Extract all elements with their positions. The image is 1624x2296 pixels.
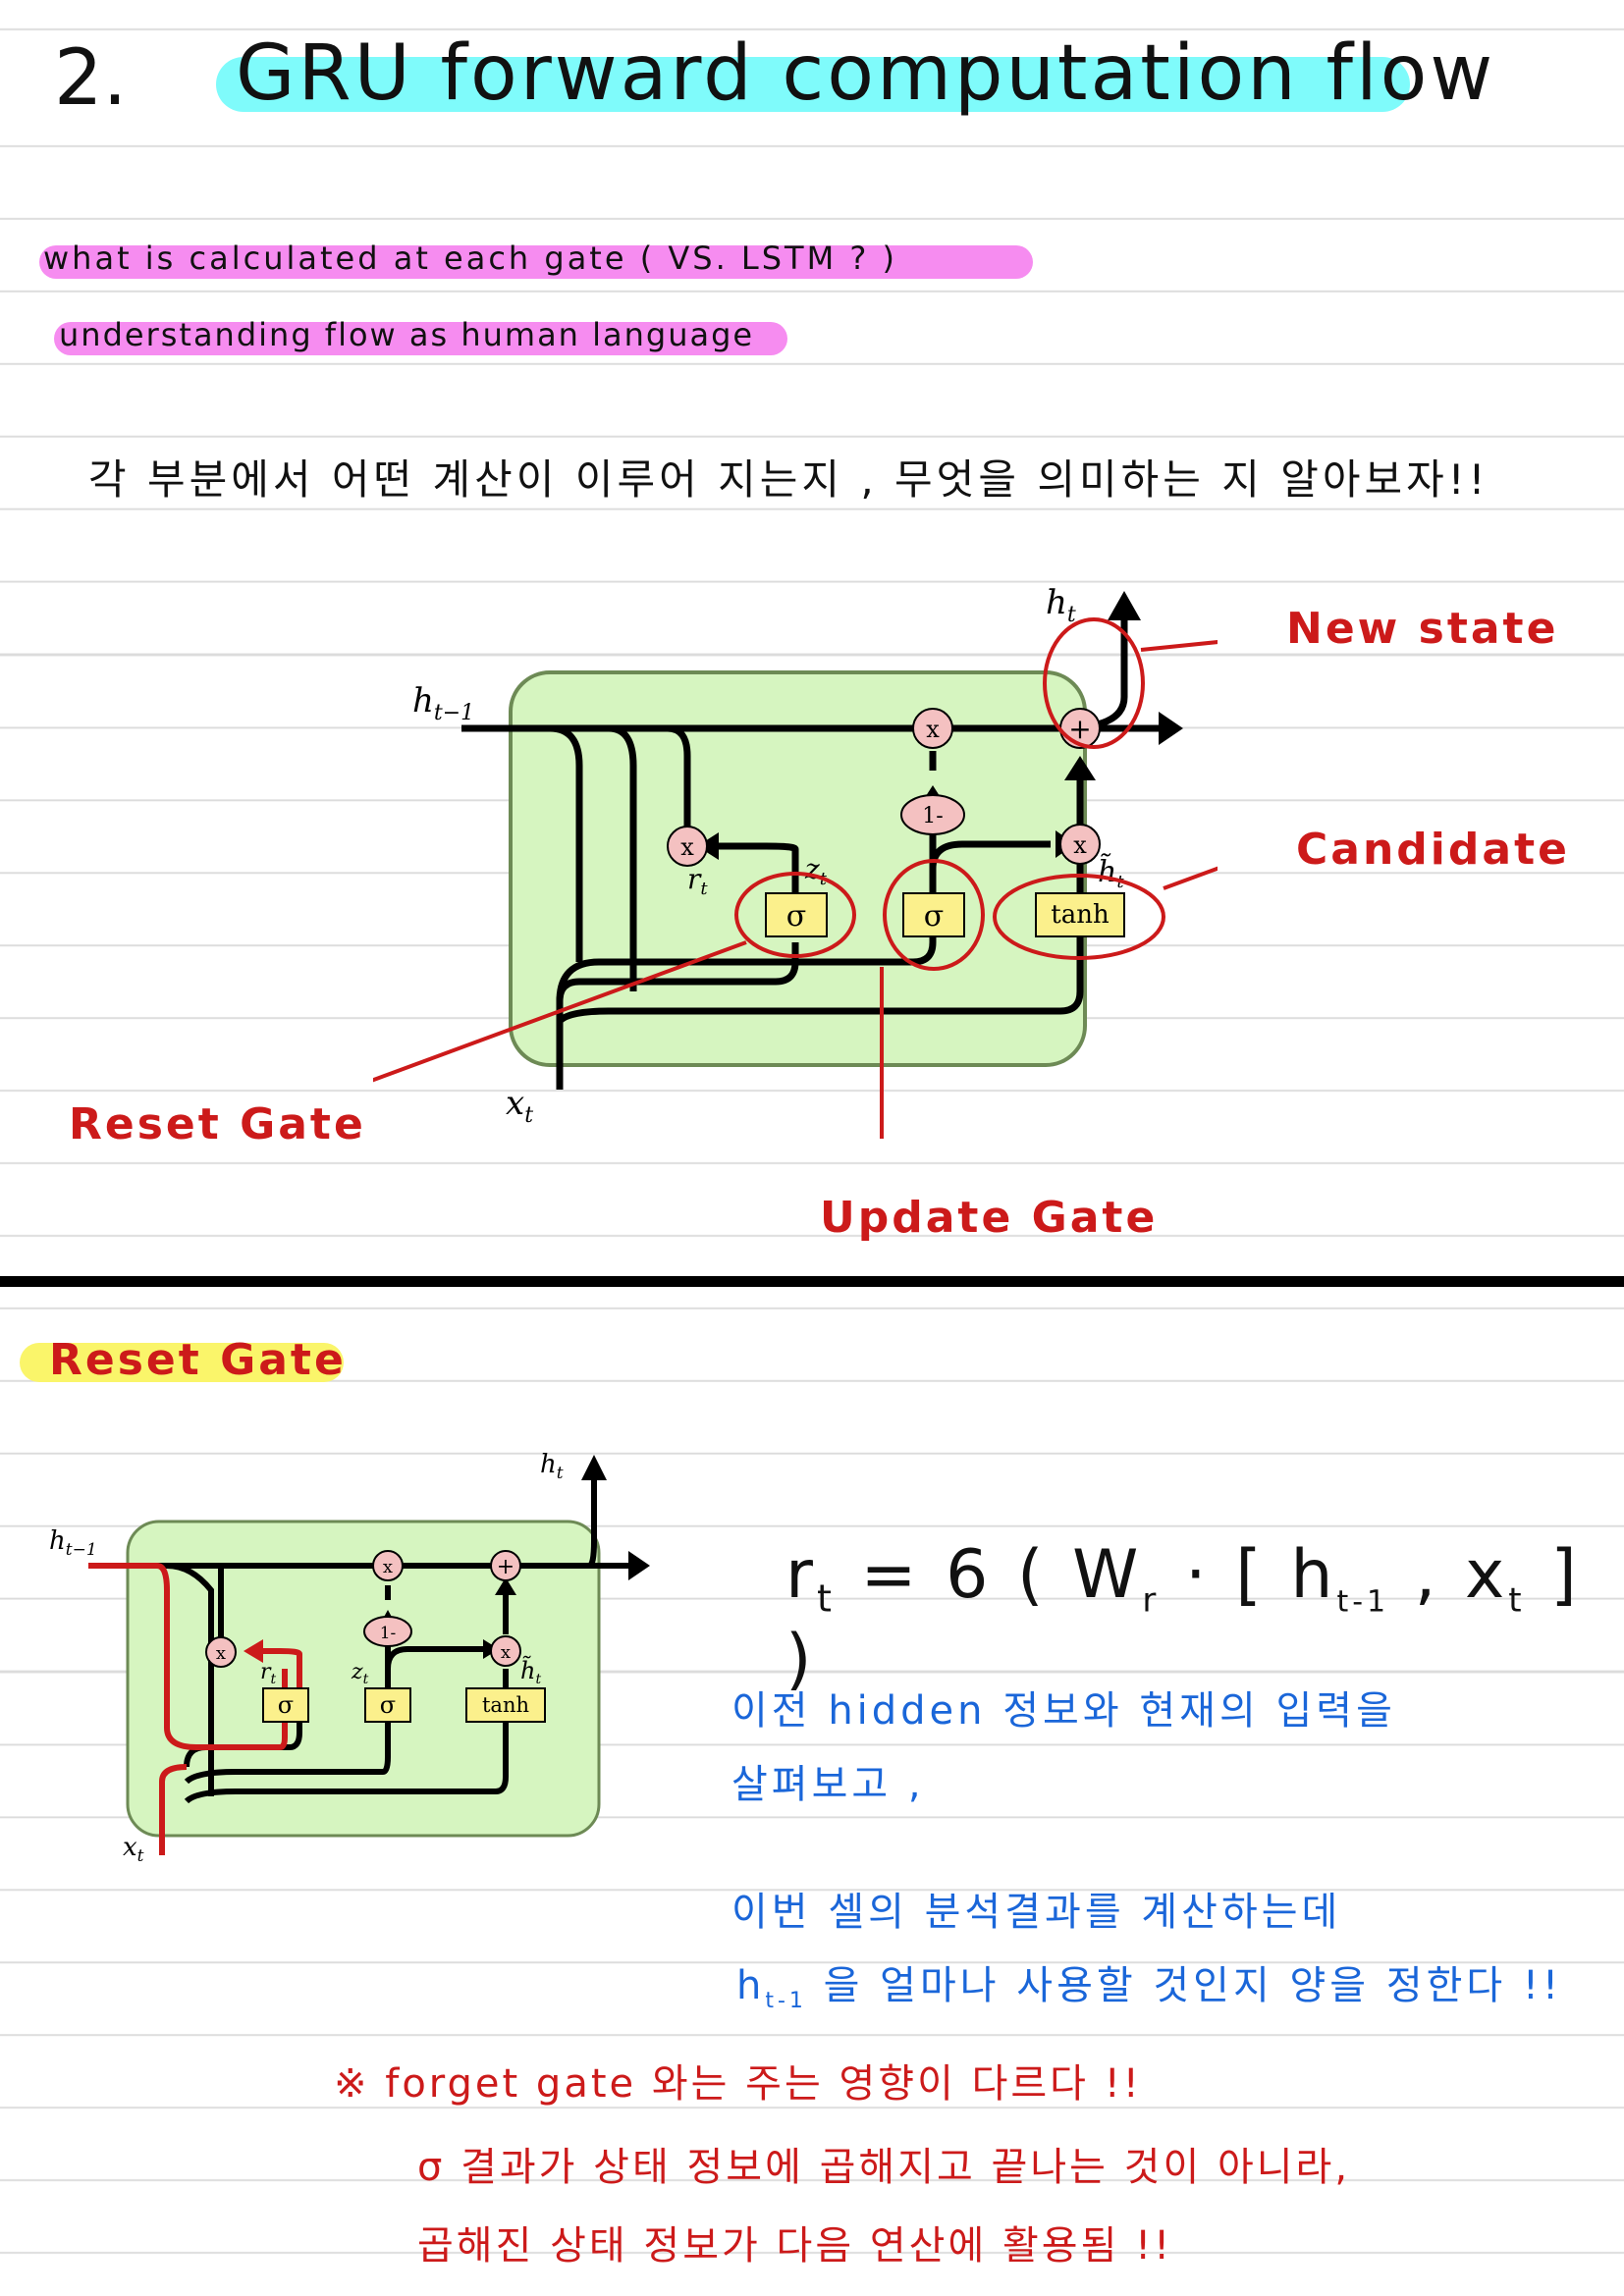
reset-sigma-box bbox=[765, 892, 828, 937]
svg-text:x: x bbox=[216, 1643, 226, 1664]
red-note-line-2: σ 결과가 상태 정보에 곱해지고 끝나는 것이 아니라, bbox=[417, 2145, 1351, 2190]
state-plus-label: + bbox=[1068, 713, 1091, 745]
output-arrow-up bbox=[1108, 591, 1141, 620]
svg-text:zt: zt bbox=[351, 1660, 369, 1687]
svg-text:+: + bbox=[497, 1555, 514, 1579]
annotation-candidate: Candidate bbox=[1296, 825, 1570, 875]
svg-text:σ: σ bbox=[380, 1691, 396, 1719]
subtitle-highlight-1 bbox=[39, 245, 1033, 279]
svg-text:1-: 1- bbox=[380, 1624, 397, 1643]
reset-gate-heading: Reset Gate bbox=[49, 1335, 347, 1385]
svg-text:xt: xt bbox=[123, 1833, 144, 1866]
section-divider bbox=[0, 1276, 1624, 1287]
svg-text:tanh: tanh bbox=[482, 1693, 529, 1717]
new-state-ring bbox=[1043, 617, 1145, 749]
page-title: GRU forward computation flow bbox=[236, 29, 1496, 118]
red-note-line-3: 곱해진 상태 정보가 다음 연산에 활용됨 !! bbox=[417, 2223, 1173, 2269]
annotation-reset-gate: Reset Gate bbox=[69, 1099, 366, 1149]
state-mult-op bbox=[912, 708, 953, 749]
reset-gate-formula: rt = 6 ( Wr · [ ht-1 , xt ] ) bbox=[785, 1536, 1581, 1698]
update-right bbox=[929, 840, 1051, 870]
input-to-update bbox=[556, 933, 937, 1002]
small-state-mult bbox=[372, 1550, 404, 1581]
small-one-minus bbox=[363, 1616, 412, 1647]
intro-text: 각 부분에서 어떤 계산이 이루어 지는지 , 무엇을 의미하는 지 알아보자!… bbox=[88, 455, 1489, 504]
title-highlight bbox=[216, 57, 1410, 112]
svg-text:rt: rt bbox=[260, 1660, 277, 1687]
label-h-tilde: h̃t bbox=[1098, 853, 1124, 892]
tanh-arrow-up bbox=[1064, 756, 1096, 780]
label-h-t: ht bbox=[1046, 583, 1076, 627]
tanh-label: tanh bbox=[1051, 900, 1110, 930]
svg-text:x: x bbox=[501, 1642, 511, 1663]
reset-mult-label: x bbox=[680, 833, 694, 861]
subtitle-highlight-2 bbox=[54, 322, 787, 355]
hprev-branch-1 bbox=[549, 724, 583, 962]
svg-text:h̃t: h̃t bbox=[520, 1656, 541, 1687]
note-line-1: 이전 hidden 정보와 현재의 입력을 bbox=[731, 1688, 1396, 1734]
cell-body-small bbox=[126, 1520, 601, 1838]
small-reset-sigma bbox=[262, 1687, 309, 1723]
reset-heading-highlight bbox=[20, 1343, 344, 1382]
label-r-t: rt bbox=[687, 863, 708, 899]
svg-text:σ: σ bbox=[278, 1691, 294, 1719]
label-h-prev: ht−1 bbox=[412, 681, 474, 725]
reset-mult-op bbox=[667, 826, 708, 867]
hprev-to-mult bbox=[667, 724, 691, 832]
reset-gate-ring bbox=[734, 872, 856, 958]
section-number: 2. bbox=[54, 34, 128, 123]
note-line-4: ht-1 을 얼마나 사용할 것인지 양을 정한다 !! bbox=[736, 1963, 1562, 2013]
one-minus-op bbox=[900, 794, 965, 835]
annotation-update-gate: Update Gate bbox=[820, 1193, 1159, 1243]
one-minus-label: 1- bbox=[922, 804, 943, 828]
subtitle-goal: understanding flow as human language bbox=[59, 316, 755, 353]
small-reset-mult bbox=[205, 1636, 237, 1668]
candidate-mult-op bbox=[1059, 824, 1101, 865]
update-sigma-label: σ bbox=[924, 899, 944, 934]
label-x-t: xt bbox=[506, 1084, 533, 1128]
input-to-tanh bbox=[557, 937, 1084, 1024]
reset-highlight-path bbox=[88, 1563, 288, 1750]
update-gate-ring bbox=[883, 859, 985, 971]
candidate-mult-label: x bbox=[1073, 831, 1087, 859]
annotation-new-state: New state bbox=[1286, 604, 1559, 654]
reset-gate-diagram: x x + x 1- σ σ tanh ht−1 ht xt rt zt h̃t bbox=[49, 1450, 650, 1866]
candidate-ring bbox=[993, 874, 1165, 960]
note-line-3: 이번 셀의 분석결과를 계산하는데 bbox=[731, 1890, 1342, 1935]
small-tanh-box bbox=[465, 1687, 546, 1723]
red-note-line-1: ※ forget gate 와는 주는 영향이 다르다 !! bbox=[334, 2061, 1142, 2107]
note-line-2: 살펴보고 , bbox=[731, 1762, 925, 1807]
state-mult-label: x bbox=[926, 716, 940, 743]
svg-text:x: x bbox=[383, 1557, 393, 1577]
reset-sigma-label: σ bbox=[786, 899, 806, 934]
subtitle-question: what is calculated at each gate ( VS. LS… bbox=[43, 240, 898, 277]
reset-to-mult bbox=[712, 842, 799, 893]
small-candidate-mult bbox=[490, 1635, 521, 1667]
state-arrow-right bbox=[1159, 712, 1183, 745]
update-sigma-box bbox=[902, 892, 965, 937]
small-state-plus bbox=[490, 1550, 521, 1581]
small-update-sigma bbox=[364, 1687, 411, 1723]
gru-cell-diagram: x x + x 1- σ σ tanh ht−1 ht xt rt zt h̃t bbox=[373, 583, 1218, 1139]
hprev-branch-2 bbox=[608, 724, 637, 991]
svg-text:ht: ht bbox=[540, 1450, 564, 1483]
tanh-box bbox=[1035, 892, 1125, 937]
svg-text:ht−1: ht−1 bbox=[49, 1526, 97, 1560]
